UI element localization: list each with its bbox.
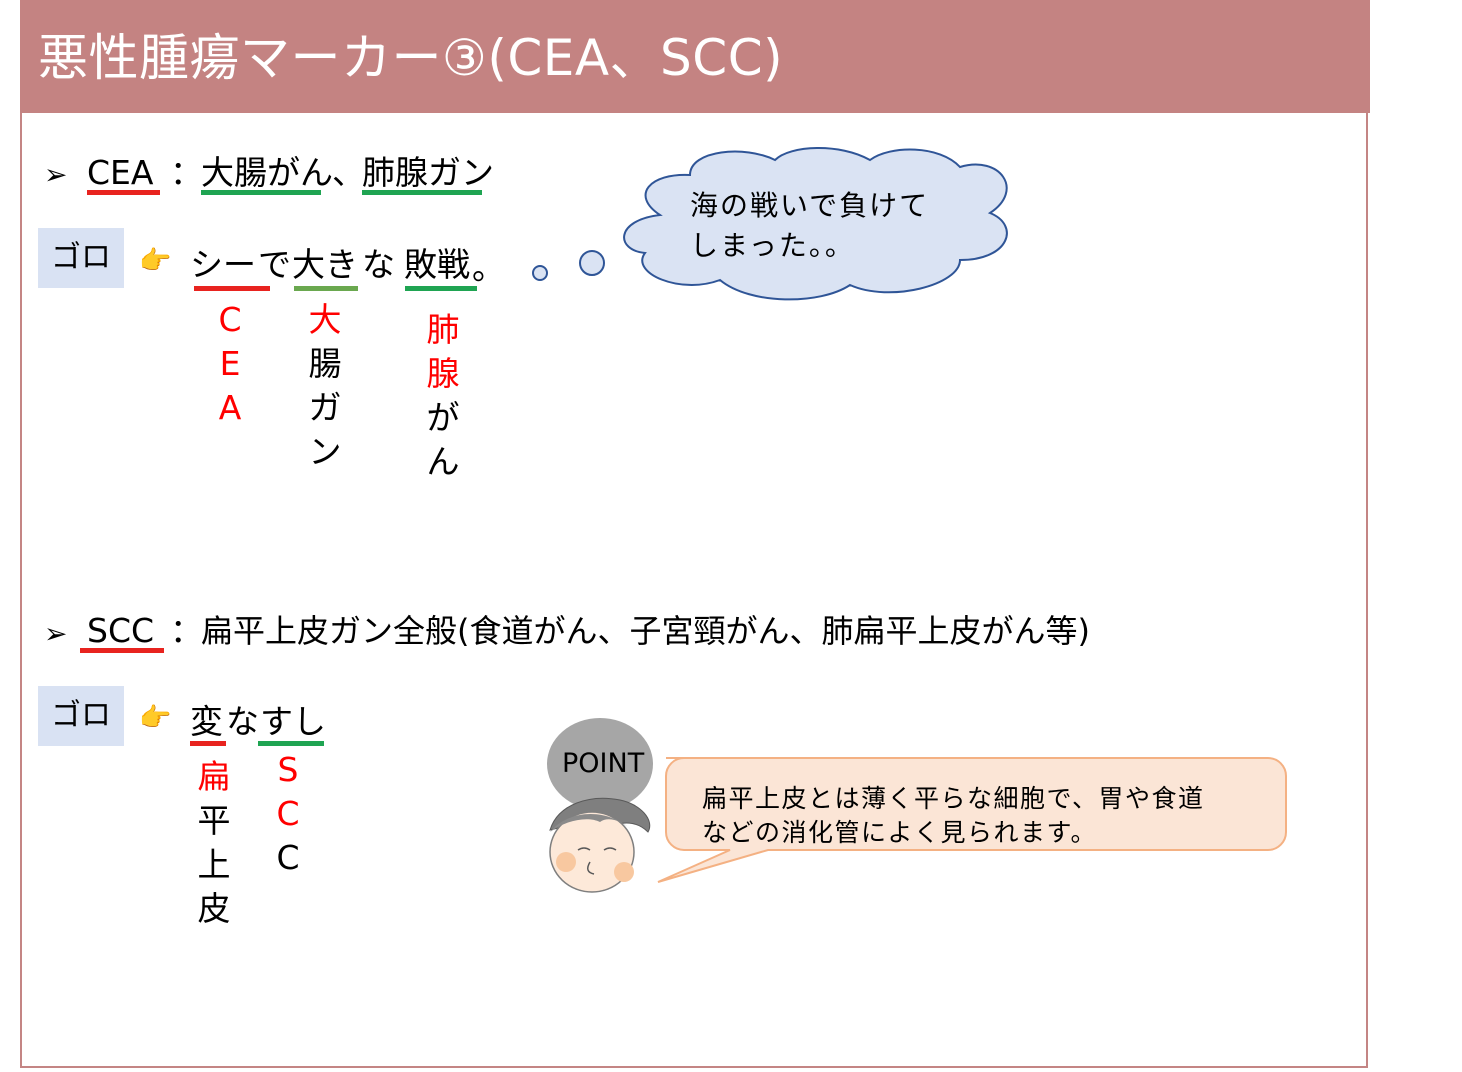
haisen-underline (405, 286, 477, 291)
goro-badge: ゴロ (38, 228, 124, 288)
scc-underline (80, 648, 164, 653)
cea-disease-2: 肺腺ガン (362, 153, 494, 192)
slide-frame (20, 0, 1368, 1068)
col-char: C (276, 794, 300, 833)
col-char: ん (426, 442, 460, 481)
bullet-arrow-icon: ➢ (44, 158, 68, 191)
col-char: S (277, 750, 299, 789)
point-illustration (547, 718, 1287, 893)
pointing-hand-icon: 👉 (139, 703, 172, 733)
col-char: A (218, 388, 242, 427)
sushi-underline (258, 741, 324, 746)
cea-colon: ： (170, 153, 203, 192)
point-line-1: 扁平上皮とは薄く平らな細胞で、胃や食道 (702, 784, 1205, 813)
col-char: ガ (308, 388, 342, 427)
thought-cloud-icon (532, 147, 1008, 301)
scc-vertical-column: S C C (268, 748, 308, 880)
goro-part-haisen: 敗戦 (404, 245, 470, 284)
goro-badge: ゴロ (38, 686, 124, 746)
ooki-underline (294, 286, 358, 291)
disease-2-underline (362, 190, 482, 195)
cloud-line-2: しまった。。 (690, 229, 855, 262)
col-char: が (426, 398, 460, 437)
col-char: 腺 (426, 354, 460, 393)
goro-part-de: で (258, 245, 291, 284)
col-char: ン (308, 432, 342, 471)
slide-title: 悪性腫瘍マーカー③(CEA、SCC) (38, 29, 784, 87)
title-bar (20, 0, 1370, 113)
cea-separator: 、 (332, 153, 365, 192)
scc-colon: ： (170, 611, 203, 650)
goro-part-shii: シー (190, 245, 256, 284)
col-char: 腸 (308, 344, 342, 383)
point-line-2: などの消化管によく見られます。 (702, 818, 1098, 847)
goro-period: 。 (472, 248, 505, 287)
goro-part-sushi: すし (260, 702, 326, 741)
cea-vertical-column: C E A (210, 298, 250, 430)
goro-part-na: な (226, 702, 259, 741)
goro-part-hen: 変 (190, 702, 223, 741)
cea-disease-1: 大腸がん (201, 153, 333, 192)
cea-label: CEA (87, 153, 154, 192)
disease-1-underline (201, 190, 321, 195)
pointing-hand-icon: 👉 (139, 246, 172, 276)
scc-label: SCC (87, 611, 155, 650)
col-char: 大 (308, 300, 342, 339)
col-char: 上 (197, 845, 231, 884)
col-char: 肺 (426, 310, 460, 349)
col-char: 扁 (197, 757, 231, 796)
col-char: 皮 (197, 889, 231, 928)
goro-part-na: な (362, 245, 395, 284)
daicho-vertical-column: 大 腸 ガ ン (305, 298, 345, 474)
col-char: E (219, 344, 241, 383)
point-badge: POINT (562, 748, 645, 779)
cea-underline (87, 190, 160, 195)
cloud-line-1: 海の戦いで負けて (690, 189, 930, 222)
bullet-arrow-icon: ➢ (44, 617, 68, 650)
col-char: 平 (197, 801, 231, 840)
scc-description: 扁平上皮ガン全般(食道がん、子宮頸がん、肺扁平上皮がん等) (201, 612, 1090, 650)
shii-underline (194, 286, 270, 291)
col-char: C (218, 300, 242, 339)
haisen-vertical-column: 肺 腺 が ん (423, 308, 463, 484)
goro-part-ooki: 大き (292, 245, 358, 284)
hen-underline (190, 741, 226, 746)
hen-vertical-column: 扁 平 上 皮 (194, 755, 234, 931)
col-char: C (276, 838, 300, 877)
